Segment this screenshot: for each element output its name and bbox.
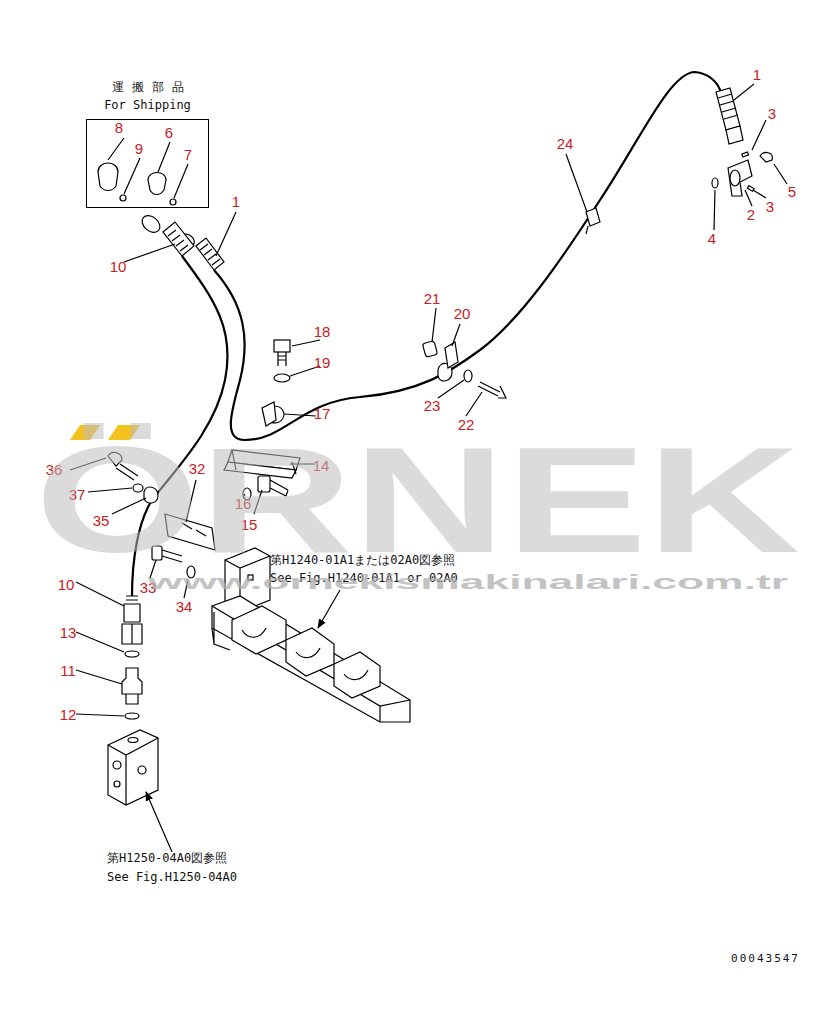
callout-number: 17 — [314, 406, 331, 421]
callout-number: 6 — [165, 125, 173, 140]
callout-number: 24 — [557, 136, 574, 151]
box-heading: For Shipping — [86, 96, 209, 114]
callout-number: 3 — [766, 199, 774, 214]
callout-number: 10 — [110, 259, 127, 274]
callout-number: 3 — [768, 106, 776, 121]
callout-number: 10 — [58, 577, 75, 592]
callout-number: 11 — [60, 663, 76, 678]
callout-number: 12 — [60, 707, 77, 722]
watermark: ÖRNEK — [35, 425, 800, 575]
drawing-code: 00043547 — [731, 953, 800, 964]
reference-note: 第H1250-04A0図参照 — [107, 852, 227, 864]
callout-number: 1 — [753, 67, 761, 82]
callout-number: 19 — [314, 355, 331, 370]
watermark-url: www.ornekismakinalari.com.tr — [148, 572, 788, 592]
callout-number: 7 — [184, 147, 192, 162]
reference-note: See Fig.H1250-04A0 — [107, 871, 237, 883]
callout-number: 9 — [135, 141, 143, 156]
shipping-box: 運搬部品For Shipping — [86, 78, 209, 208]
callout-number: 18 — [314, 324, 331, 339]
callout-number: 20 — [454, 306, 471, 321]
callout-number: 8 — [115, 120, 123, 135]
callout-number: 34 — [176, 599, 193, 614]
box-heading: 運搬部品 — [86, 78, 209, 96]
callout-number: 2 — [747, 207, 755, 222]
callout-number: 1 — [232, 194, 240, 209]
callout-number: 4 — [708, 231, 716, 246]
callout-number: 21 — [424, 291, 441, 306]
callout-number: 5 — [788, 184, 796, 199]
callout-number: 23 — [424, 398, 441, 413]
box-outline — [86, 119, 209, 208]
callout-number: 13 — [60, 625, 77, 640]
